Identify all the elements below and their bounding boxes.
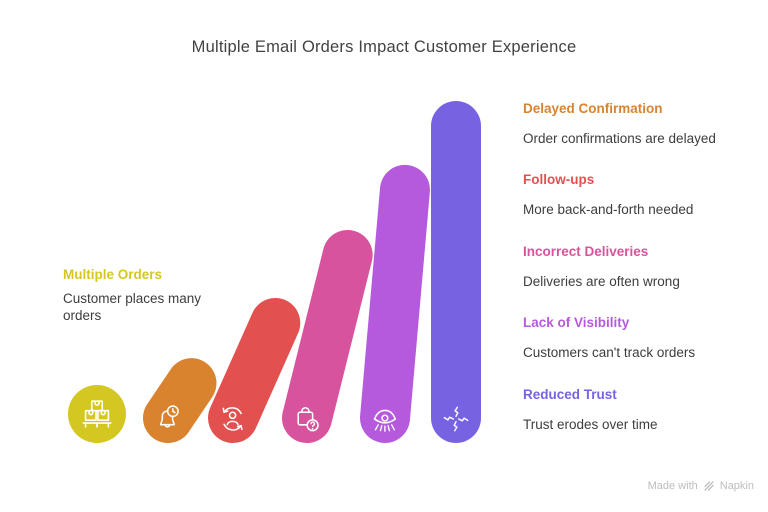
bar-follow-ups [199,289,309,452]
stage-item-incorrect-deliveries: Incorrect Deliveries Deliveries are ofte… [523,244,761,290]
stage-item-reduced-trust: Reduced Trust Trust erodes over time [523,387,761,433]
brand-label: Napkin [719,480,754,492]
napkin-logo-icon [704,481,714,491]
stage-label: Incorrect Deliveries [523,244,649,259]
person-refresh-icon [222,407,243,431]
source-label: Multiple Orders [63,267,163,282]
stage-description: Customers can't track orders [523,345,696,360]
made-with-label: Made with [647,480,698,492]
boxes-pallet-icon [82,400,112,428]
bar-reduced-trust [431,101,481,443]
bell-clock-icon [159,405,179,428]
stage-label: Lack of Visibility [523,315,630,330]
source-description: Customer places many orders [63,291,202,323]
bag-question-icon [297,406,319,432]
source-circle [68,385,126,443]
attribution: Made with Napkin [648,480,754,492]
broken-trust-icon [443,406,469,432]
bar-incorrect-deliveries [276,224,378,449]
stage-item-follow-ups: Follow-ups More back-and-forth needed [523,172,761,218]
stage-description: Trust erodes over time [523,417,658,432]
stage-description: Order confirmations are delayed [523,131,716,146]
bar-lack-of-visibility [357,162,433,446]
stage-item-delayed-confirmation: Delayed Confirmation Order confirmations… [523,101,761,147]
stage-label: Delayed Confirmation [523,101,663,116]
source-text-block: Multiple Orders Customer places many ord… [63,266,235,324]
stage-description: Deliveries are often wrong [523,274,680,289]
eye-rays-icon [373,409,397,432]
bar-delayed-confirmation [133,348,227,453]
stage-item-lack-of-visibility: Lack of Visibility Customers can't track… [523,315,761,361]
stage-label: Follow-ups [523,172,595,187]
stage-description: More back-and-forth needed [523,202,694,217]
page-title: Multiple Email Orders Impact Customer Ex… [191,38,577,56]
stage-label: Reduced Trust [523,387,617,402]
